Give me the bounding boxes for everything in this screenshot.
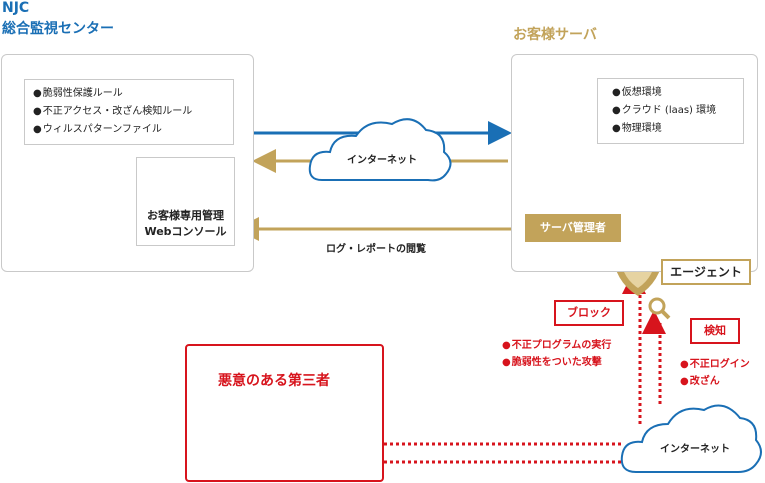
environment-box: 仮想環境 クラウド (laas) 環境 物理環境 [597, 78, 744, 144]
list-item: クラウド (laas) 環境 [612, 102, 743, 120]
list-item: 脆弱性保護ルール [33, 85, 233, 103]
rules-box: 脆弱性保護ルール 不正アクセス・改ざん検知ルール ウィルスパターンファイル [24, 79, 234, 145]
web-console-box: お客様専用管理 Webコンソール [136, 157, 235, 246]
list-item: 不正アクセス・改ざん検知ルール [33, 103, 233, 121]
njc-center-title: 総合監視センター [2, 21, 114, 37]
detect-tag: 検知 [690, 318, 740, 344]
internet-top-label: インターネット [347, 155, 417, 166]
list-item: 脆弱性をついた攻撃 [502, 354, 611, 371]
malicious-third-party-box [185, 344, 384, 482]
server-admin-label: サーバ管理者 [525, 214, 621, 242]
list-item: 不正プログラムの実行 [502, 337, 612, 354]
njc-title: NJC [2, 0, 30, 16]
environment-list: 仮想環境 クラウド (laas) 環境 物理環境 [598, 79, 743, 138]
customer-server-title: お客様サーバ [513, 27, 597, 43]
list-item: 不正ログイン [680, 356, 750, 373]
log-report-label: ログ・レポートの閲覧 [326, 244, 426, 255]
magnifier-icon [648, 297, 671, 320]
rules-list: 脆弱性保護ルール 不正アクセス・改ざん検知ルール ウィルスパターンファイル [25, 80, 233, 139]
cloud-icon [308, 118, 452, 182]
list-item: 改ざん [680, 373, 750, 390]
detect-list: 不正ログイン 改ざん [680, 356, 750, 390]
malicious-third-party-title: 悪意のある第三者 [218, 373, 330, 389]
internet-bottom-label: インターネット [660, 444, 730, 455]
list-item: 物理環境 [612, 120, 743, 138]
block-tag: ブロック [554, 300, 624, 326]
agent-label: エージェント [661, 259, 751, 285]
list-item: ウィルスパターンファイル [33, 121, 233, 139]
block-list: 不正プログラムの実行 脆弱性をついた攻撃 [502, 337, 612, 371]
cloud-icon [620, 404, 762, 473]
console-label-line1: お客様専用管理 [147, 209, 224, 222]
list-item: 仮想環境 [612, 84, 743, 102]
console-label-line2: Webコンソール [144, 225, 227, 238]
